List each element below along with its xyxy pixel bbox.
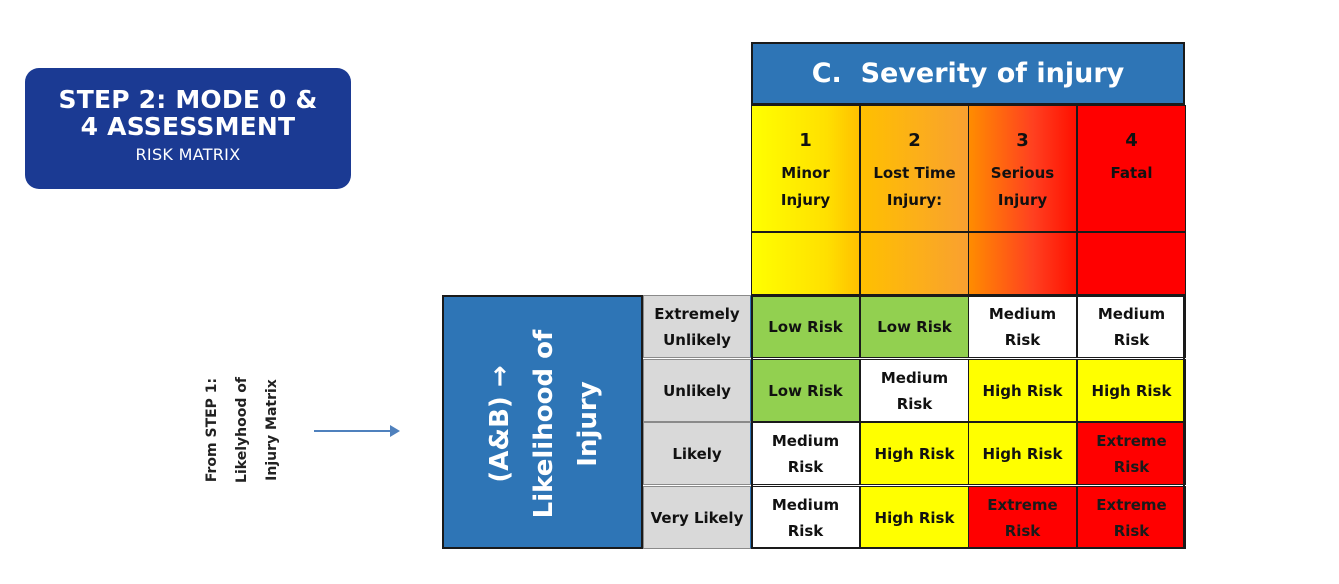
matrix-cell: Low Risk xyxy=(751,295,860,358)
matrix-cell: Medium Risk xyxy=(751,486,860,549)
matrix-cell: Medium Risk xyxy=(1077,295,1186,358)
severity-col-1: 1 Minor Injury xyxy=(751,105,860,232)
matrix-cell: Extreme Risk xyxy=(968,486,1077,549)
matrix-cell: High Risk xyxy=(1077,359,1186,422)
step-title: STEP 2: MODE 0 & 4 ASSESSMENT xyxy=(58,85,318,141)
matrix-cell: High Risk xyxy=(968,359,1077,422)
matrix-cell: Low Risk xyxy=(751,359,860,422)
severity-number: 3 xyxy=(1016,130,1029,151)
severity-col-4: 4 Fatal xyxy=(1077,105,1186,232)
step-subtitle: RISK MATRIX xyxy=(135,145,241,164)
matrix-cell: High Risk xyxy=(968,422,1077,485)
severity-col-2: 2 Lost Time Injury: xyxy=(860,105,969,232)
likelihood-label: Unlikely xyxy=(643,359,752,422)
likelihood-header: (A&B) → Likelihood of Injury xyxy=(442,295,643,549)
matrix-cell: Medium Risk xyxy=(968,295,1077,358)
matrix-cell: High Risk xyxy=(860,422,969,485)
severity-col-3: 3 Serious Injury xyxy=(968,105,1077,232)
arrow-right-icon xyxy=(314,425,400,437)
matrix-cell: Medium Risk xyxy=(751,422,860,485)
severity-color-band xyxy=(860,232,969,295)
severity-label: Minor Injury xyxy=(780,164,831,209)
severity-color-band xyxy=(751,232,860,295)
side-note: From STEP 1: Likelyhood of Injury Matrix xyxy=(204,377,280,483)
severity-label: Serious Injury xyxy=(990,164,1055,209)
likelihood-label: Extremely Unlikely xyxy=(643,295,752,358)
severity-label: Lost Time Injury: xyxy=(873,164,956,209)
matrix-cell: Medium Risk xyxy=(860,359,969,422)
matrix-cell: Low Risk xyxy=(860,295,969,358)
severity-color-band xyxy=(968,232,1077,295)
likelihood-label: Very Likely xyxy=(643,486,752,549)
severity-number: 1 xyxy=(799,130,812,151)
matrix-cell: Extreme Risk xyxy=(1077,486,1186,549)
severity-header: C. Severity of injury xyxy=(751,42,1185,105)
severity-label: Fatal xyxy=(1110,164,1153,182)
matrix-cell: Extreme Risk xyxy=(1077,422,1186,485)
severity-color-band xyxy=(1077,232,1186,295)
matrix-cell: High Risk xyxy=(860,486,969,549)
severity-number: 2 xyxy=(908,130,921,151)
step-badge: STEP 2: MODE 0 & 4 ASSESSMENT RISK MATRI… xyxy=(25,68,351,189)
likelihood-label: Likely xyxy=(643,422,752,485)
likelihood-header-text: (A&B) → Likelihood of Injury xyxy=(485,329,603,519)
severity-number: 4 xyxy=(1125,130,1138,151)
